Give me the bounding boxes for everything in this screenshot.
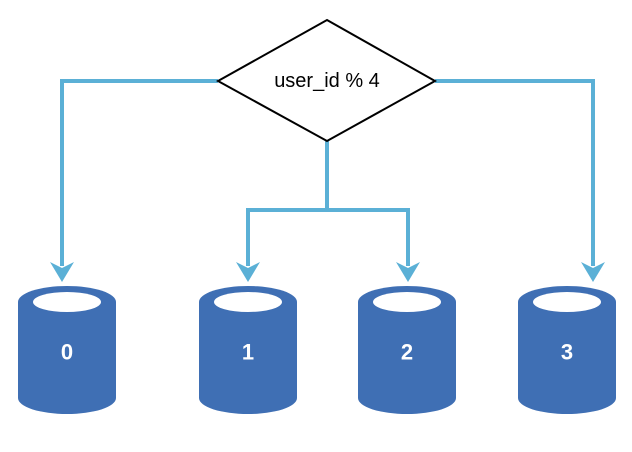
database-1: 1 bbox=[199, 286, 297, 414]
database-1-label: 1 bbox=[242, 340, 254, 365]
database-2-body bbox=[358, 286, 456, 414]
database-2-label: 2 bbox=[401, 340, 413, 365]
database-3: 3 bbox=[518, 286, 616, 414]
arrowheads bbox=[50, 262, 605, 282]
database-2-top bbox=[373, 292, 441, 312]
database-1-top bbox=[214, 292, 282, 312]
database-3-top bbox=[533, 292, 601, 312]
connector-to-db-3 bbox=[435, 79, 595, 266]
database-0-body bbox=[18, 286, 116, 414]
connector-to-db-2 bbox=[327, 208, 410, 266]
connectors bbox=[60, 79, 595, 266]
decision-label: user_id % 4 bbox=[274, 70, 380, 92]
arrowhead-db-3 bbox=[581, 262, 605, 282]
database-1-body bbox=[199, 286, 297, 414]
decision-node: user_id % 4 bbox=[215, 18, 438, 143]
database-3-label: 3 bbox=[561, 340, 573, 365]
connector-to-db-0 bbox=[60, 79, 218, 266]
arrowhead-db-0 bbox=[50, 262, 74, 282]
database-0: 0 bbox=[18, 286, 116, 414]
database-3-body bbox=[518, 286, 616, 414]
database-0-label: 0 bbox=[61, 340, 73, 365]
connector-to-db-1 bbox=[246, 208, 327, 266]
database-0-top bbox=[33, 292, 101, 312]
arrowhead-db-1 bbox=[236, 262, 260, 282]
decision-diamond bbox=[215, 18, 438, 143]
arrowhead-db-2 bbox=[396, 262, 420, 282]
database-2: 2 bbox=[358, 286, 456, 414]
